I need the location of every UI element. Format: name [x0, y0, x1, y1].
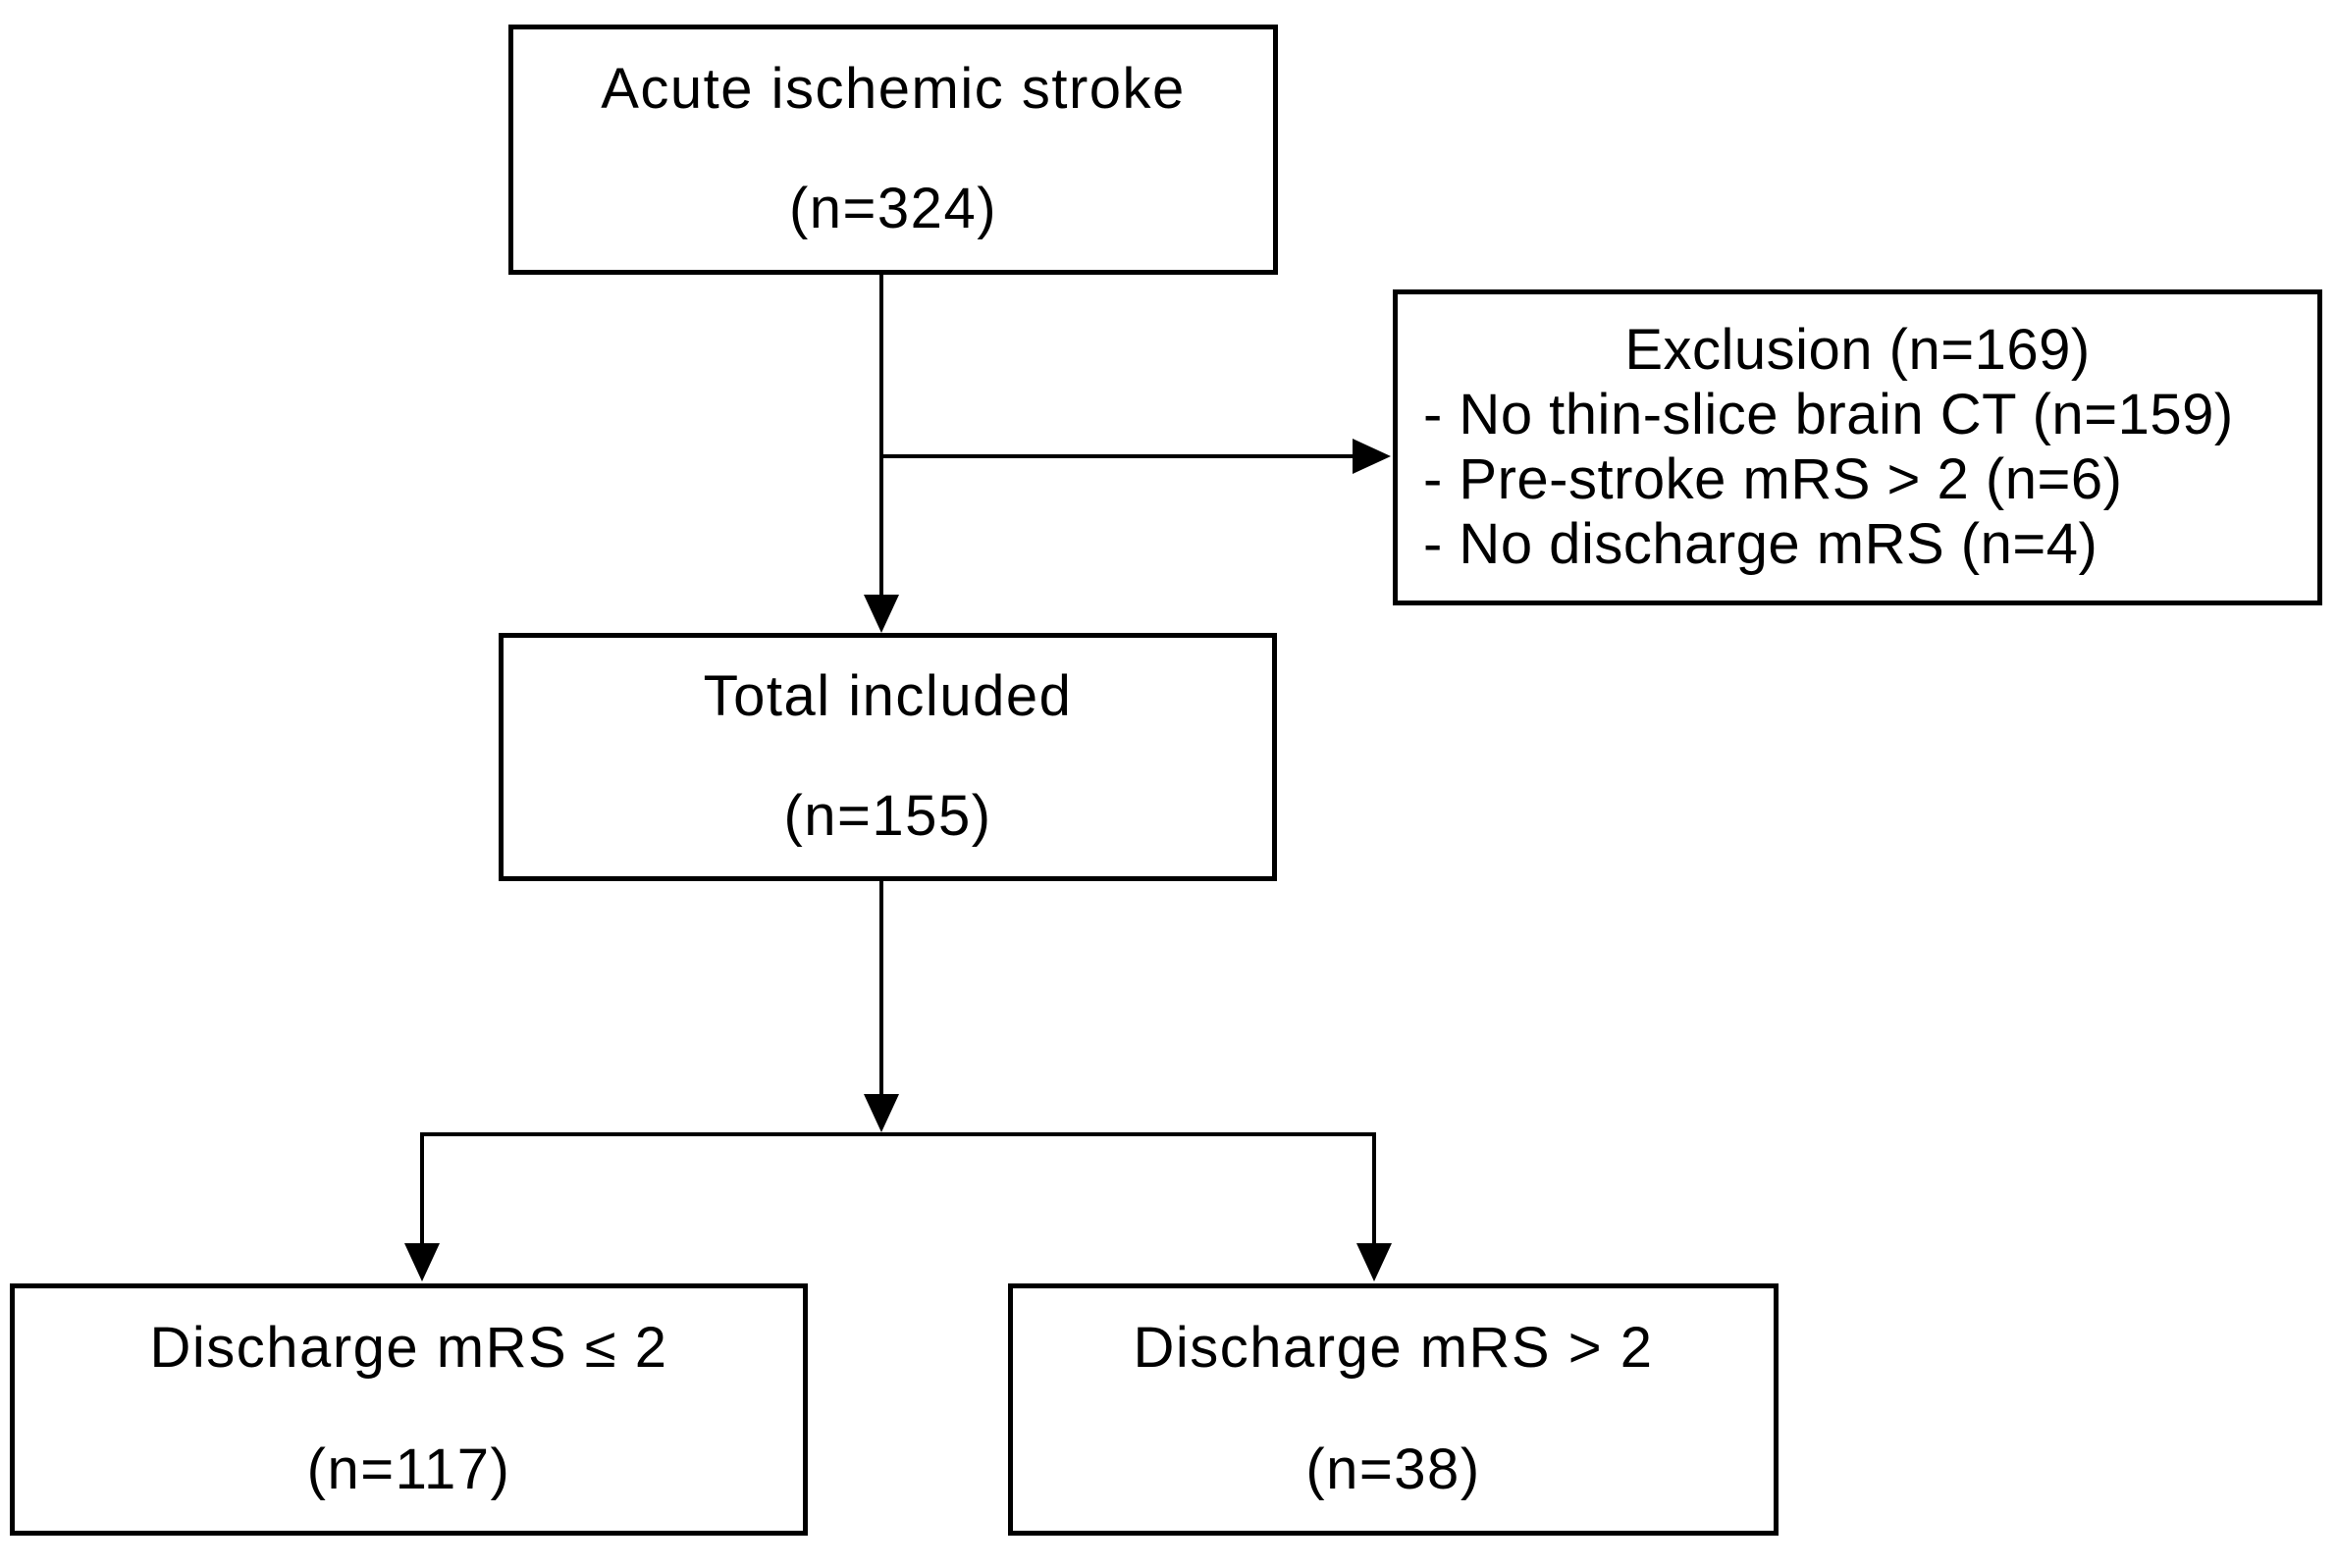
node-count: (n=155): [783, 783, 992, 848]
node-discharge-mrs-le-2: Discharge mRS ≤ 2 (n=117): [10, 1283, 808, 1536]
node-title: Total included: [703, 664, 1073, 729]
node-count: (n=117): [306, 1437, 511, 1501]
exclusion-item: - Pre-stroke mRS > 2 (n=6): [1423, 447, 2123, 511]
arrowhead-into-junction: [864, 1094, 899, 1132]
connector-split-bar: [420, 1132, 1376, 1243]
node-count: (n=324): [788, 177, 998, 241]
node-discharge-mrs-gt-2: Discharge mRS > 2 (n=38): [1008, 1283, 1779, 1536]
arrowhead-into-mrs-gt2: [1356, 1243, 1392, 1281]
node-exclusion: Exclusion (n=169) - No thin-slice brain …: [1393, 289, 2322, 605]
arrowhead-into-exclusion: [1353, 439, 1391, 474]
arrowhead-into-total: [864, 595, 899, 633]
node-title: Exclusion (n=169): [1624, 318, 2091, 382]
node-total-included: Total included (n=155): [499, 633, 1277, 881]
exclusion-item: - No discharge mRS (n=4): [1423, 512, 2098, 576]
node-title: Acute ischemic stroke: [601, 56, 1186, 121]
node-acute-ischemic-stroke: Acute ischemic stroke (n=324): [508, 25, 1278, 275]
arrowhead-into-mrs-le2: [404, 1243, 440, 1281]
node-count: (n=38): [1305, 1437, 1481, 1501]
exclusion-item: - No thin-slice brain CT (n=159): [1423, 383, 2234, 446]
node-title: Discharge mRS ≤ 2: [149, 1316, 668, 1381]
node-title: Discharge mRS > 2: [1133, 1316, 1654, 1381]
